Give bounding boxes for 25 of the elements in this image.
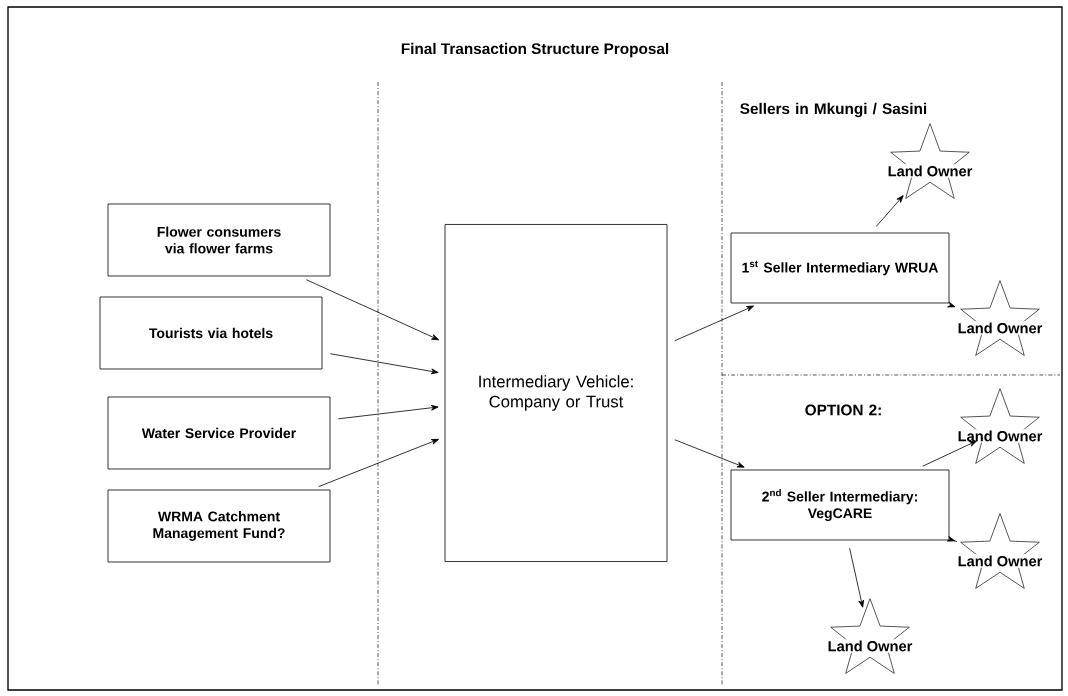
arrow [674,439,745,468]
label: OPTION 2: [805,404,881,416]
title: Final Transaction Structure Proposal [401,42,669,58]
star: Land Owner [956,513,1044,589]
box: WRMA Catchment Management Fund? [107,489,331,563]
star: Land Owner [956,388,1044,464]
arrow [849,547,864,608]
star: Land Owner [956,280,1044,356]
arrow [946,536,958,542]
arrow [337,404,439,420]
box: Flower consumers via flower farms [107,203,331,277]
box: Intermediary Vehicle: Company or Trust [444,224,668,562]
arrow [947,301,956,308]
box: 1$^{st}$ Seller Intermediary WRUA [730,232,950,304]
arrow [318,438,439,488]
box: Water Service Provider [107,396,331,470]
arrow [329,353,439,375]
arrow [674,305,754,342]
star: Land Owner [826,598,914,674]
arrow [875,195,904,227]
box: Tourists via hotels [99,296,323,370]
star: Land Owner [886,123,974,199]
label: Sellers in Mkungi / Sasini [740,102,927,118]
box: 2$^{nd}$ Seller Intermediary: VegCARE [730,469,950,541]
arrow [922,440,977,467]
